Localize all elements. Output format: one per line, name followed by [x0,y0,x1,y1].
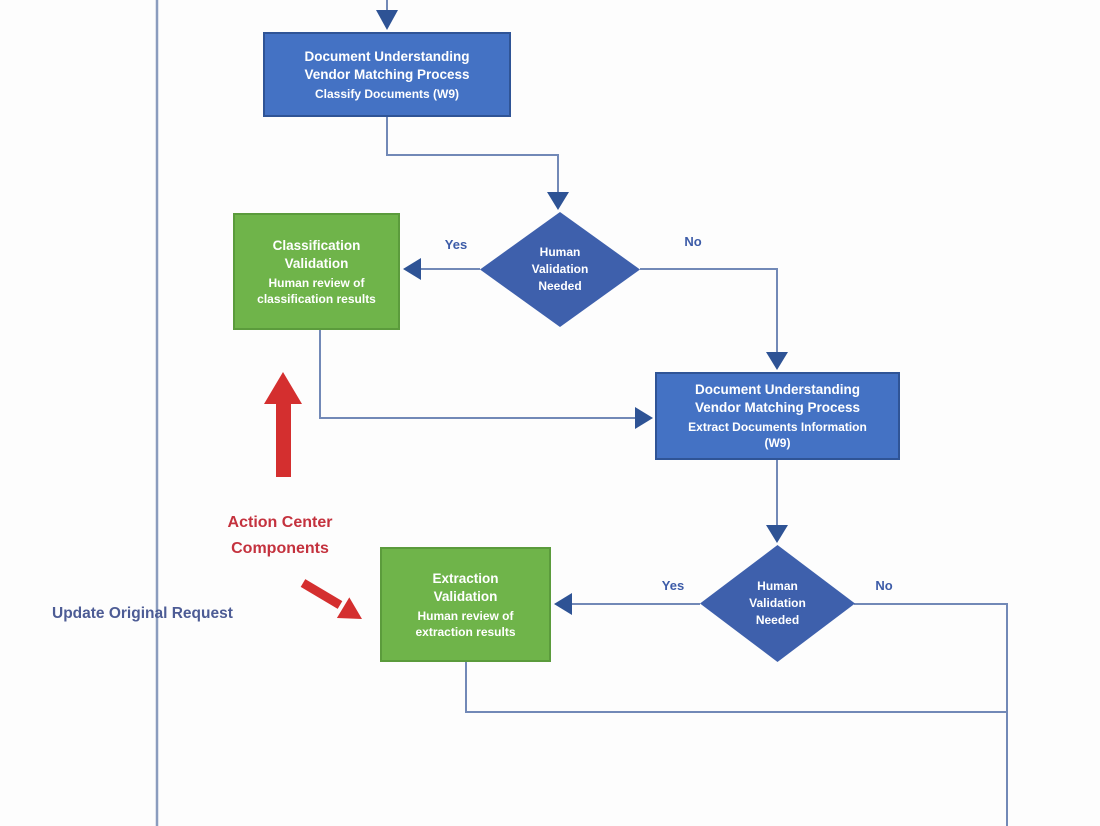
arrowhead-into-decision2 [766,525,788,543]
edge-decision2-no [854,603,1008,826]
arrowhead-into-classval [403,258,421,280]
arrowhead-into-extractval [554,593,572,615]
red-annotation-arrows [264,372,362,619]
node-classification-validation: Classification Validation Human review o… [233,213,400,330]
annotation-update-original-request: Update Original Request [52,605,233,622]
edge-label-no-2: No [875,578,893,593]
node-title: Document Understanding Vendor Matching P… [304,48,470,82]
node-title: Classification Validation [272,237,361,271]
arrowhead-top-entry [376,10,398,30]
decision-text: Human Validation Needed [531,245,589,293]
red-up-arrow [264,372,302,477]
edge-label-no-1: No [684,234,702,249]
arrowhead-into-extract-left [635,407,653,429]
node-extraction-validation: Extraction Validation Human review of ex… [380,547,551,662]
node-subtitle: Human review of classification results [257,275,376,306]
annotation-action-center: Action Center Components [227,514,333,557]
node-classify-documents: Document Understanding Vendor Matching P… [263,32,511,117]
edge-label-yes-1: Yes [444,237,468,252]
arrowhead-into-extract-top [766,352,788,370]
edge-classval-to-extract [319,330,637,419]
arrowheads [376,10,788,615]
red-diagonal-arrow-shaft [300,579,343,609]
edge-classify-to-decision1 [386,117,559,194]
red-diagonal-arrow-head [336,597,362,619]
node-extract-documents: Document Understanding Vendor Matching P… [655,372,900,460]
node-title: Extraction Validation [432,570,499,604]
edge-extractval-join [465,662,1006,713]
decision-text: Human Validation Needed [749,579,806,627]
node-subtitle: Extract Documents Information (W9) [688,420,867,450]
connector-lines [319,0,1008,826]
node-subtitle: Classify Documents (W9) [314,86,460,101]
node-title: Document Understanding Vendor Matching P… [694,382,861,415]
edge-decision1-no [640,268,778,354]
node-subtitle: Human review of extraction results [415,608,516,639]
arrowhead-into-decision1 [547,192,569,210]
edge-label-yes-2: Yes [661,578,685,593]
